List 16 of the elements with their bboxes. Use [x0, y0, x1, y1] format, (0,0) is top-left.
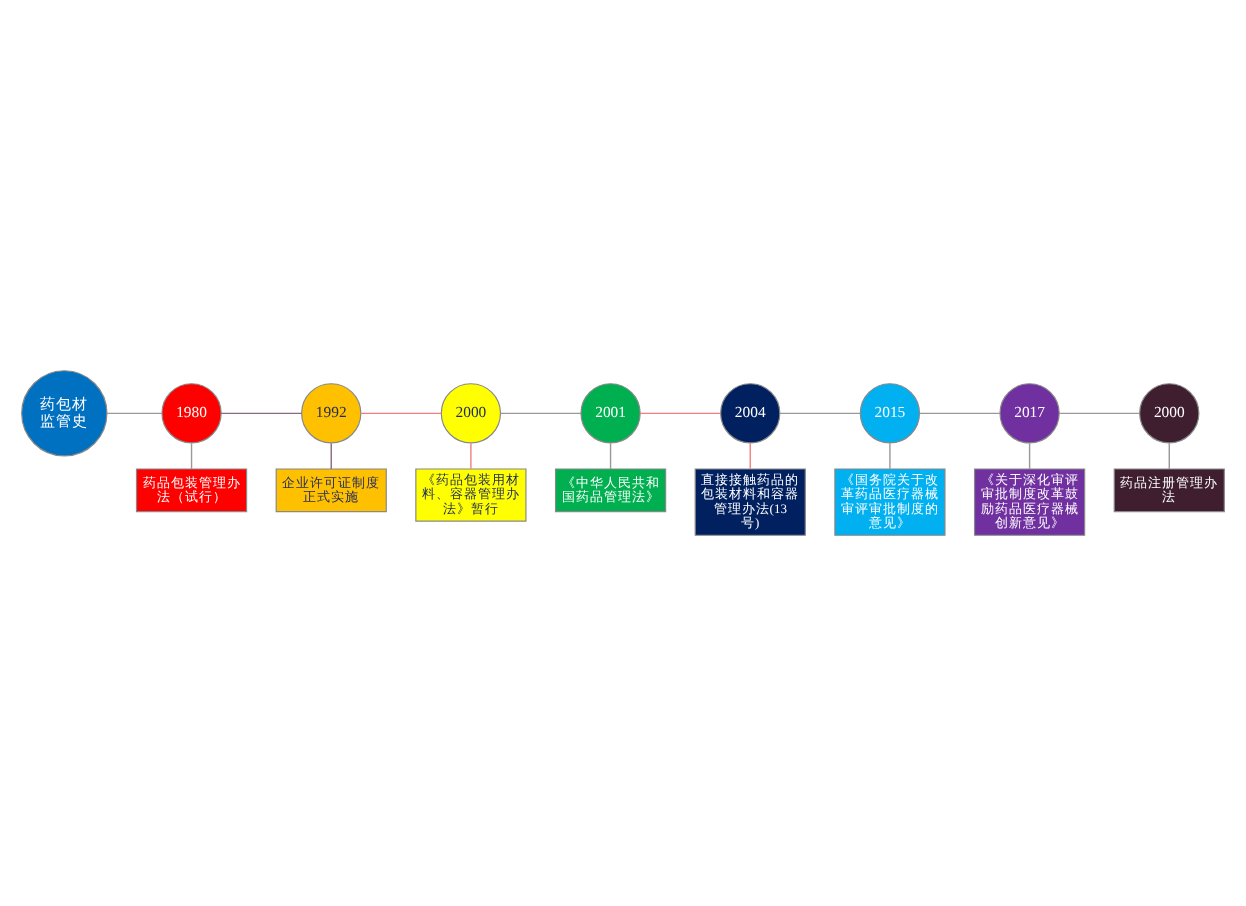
connector	[1168, 442, 1170, 470]
connector	[330, 442, 332, 470]
connector	[106, 412, 163, 415]
connector	[609, 442, 612, 470]
connector	[1058, 412, 1141, 415]
connector	[749, 442, 751, 470]
connector	[190, 442, 193, 470]
connector	[220, 412, 303, 415]
connector	[1028, 442, 1031, 470]
connector	[639, 412, 722, 415]
connector	[889, 442, 891, 470]
connector	[779, 412, 862, 415]
connector	[470, 442, 472, 470]
connector	[360, 412, 442, 415]
connector	[918, 412, 1001, 415]
connector	[499, 412, 582, 415]
